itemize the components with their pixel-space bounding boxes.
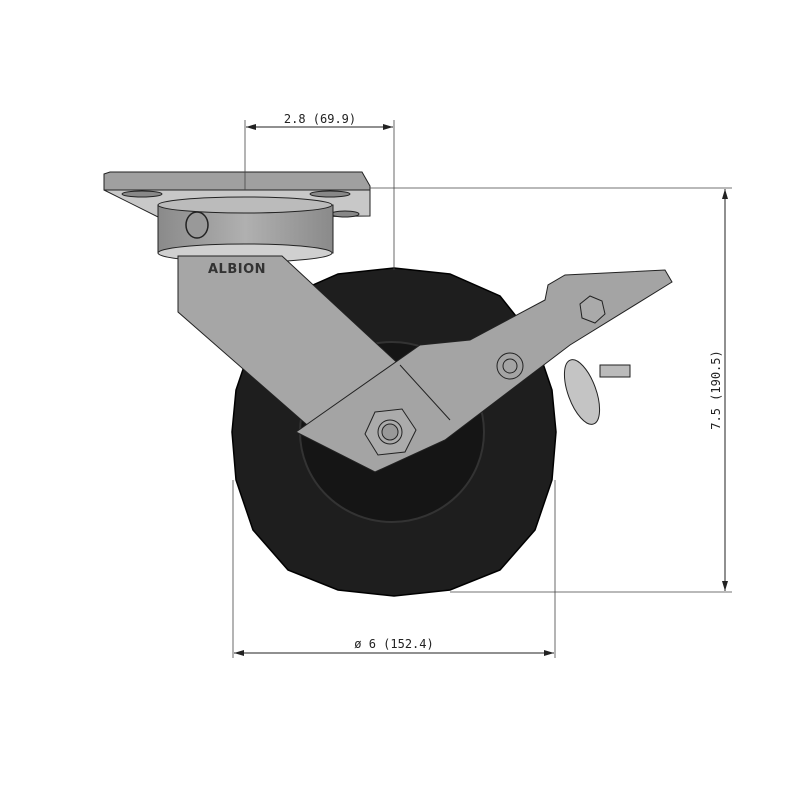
height-label: 7.5 (190.5) (709, 350, 723, 429)
mounting-hole (309, 190, 351, 198)
height-dimension: 7.5 (190.5) (370, 187, 732, 593)
mounting-hole (330, 210, 360, 218)
mounting-hole (121, 190, 163, 198)
swivel-ring (157, 196, 334, 263)
pivot-pin (496, 352, 524, 380)
brake-pad-roller (563, 359, 601, 425)
brake-stud (599, 364, 631, 378)
offset-dimension: 2.8 (69.9) (244, 112, 395, 270)
brand-label: ALBION (208, 262, 266, 277)
grease-fitting-icon (185, 211, 209, 239)
diameter-label: ø 6 (152.4) (354, 637, 433, 651)
brake-bolt-hex (579, 295, 606, 324)
diameter-dimension: ø 6 (152.4) (232, 480, 556, 658)
offset-label: 2.8 (69.9) (284, 112, 356, 126)
